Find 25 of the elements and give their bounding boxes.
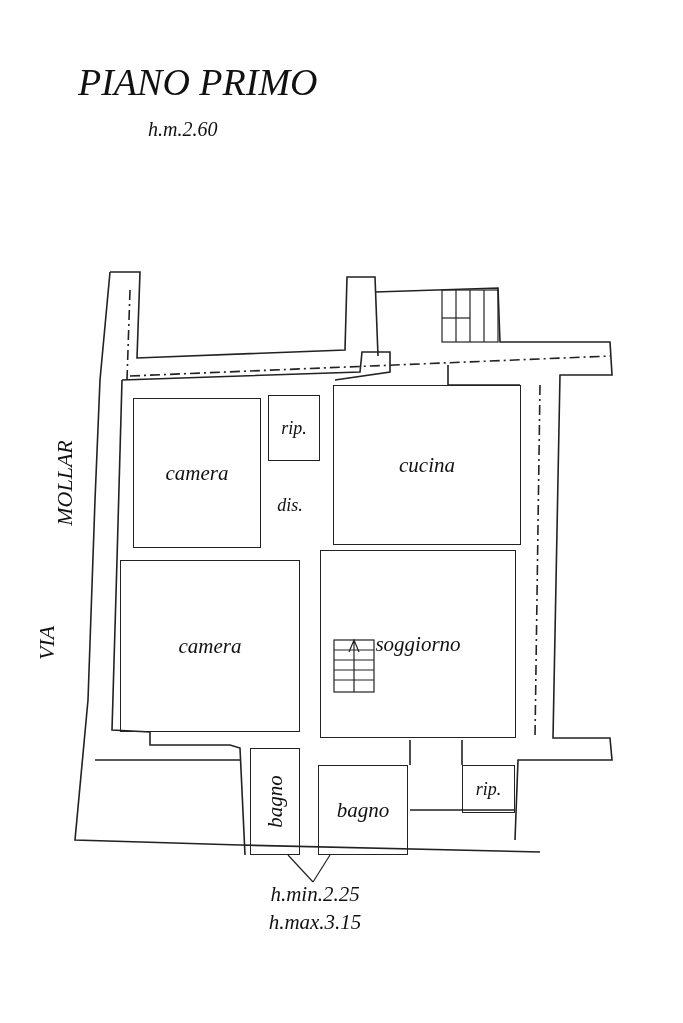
room (320, 550, 516, 738)
height-note: h.max.3.15 (267, 909, 363, 936)
storage-room (462, 765, 515, 813)
leader-line (287, 854, 314, 883)
height-note: h.min.2.25 (269, 881, 361, 908)
room-label: rip. (281, 417, 307, 439)
room-label: bagno (262, 775, 288, 828)
room-label: camera (165, 460, 229, 486)
street-name: MOLLAR (51, 440, 78, 526)
room (318, 765, 408, 855)
room-label: bagno (336, 797, 390, 823)
room (120, 560, 300, 732)
room-label: dis. (277, 494, 303, 516)
room-label: soggiorno (375, 631, 461, 657)
room-label: camera (178, 633, 242, 659)
storage-room (268, 395, 320, 461)
room (133, 398, 261, 548)
leader-line (312, 854, 331, 883)
title: PIANO PRIMO (78, 60, 318, 104)
room (333, 385, 521, 545)
room-label: rip. (475, 778, 502, 800)
room-label: cucina (399, 452, 455, 478)
street-name: VIA (34, 625, 61, 661)
room (250, 748, 300, 855)
height-note: h.m.2.60 (148, 118, 218, 141)
